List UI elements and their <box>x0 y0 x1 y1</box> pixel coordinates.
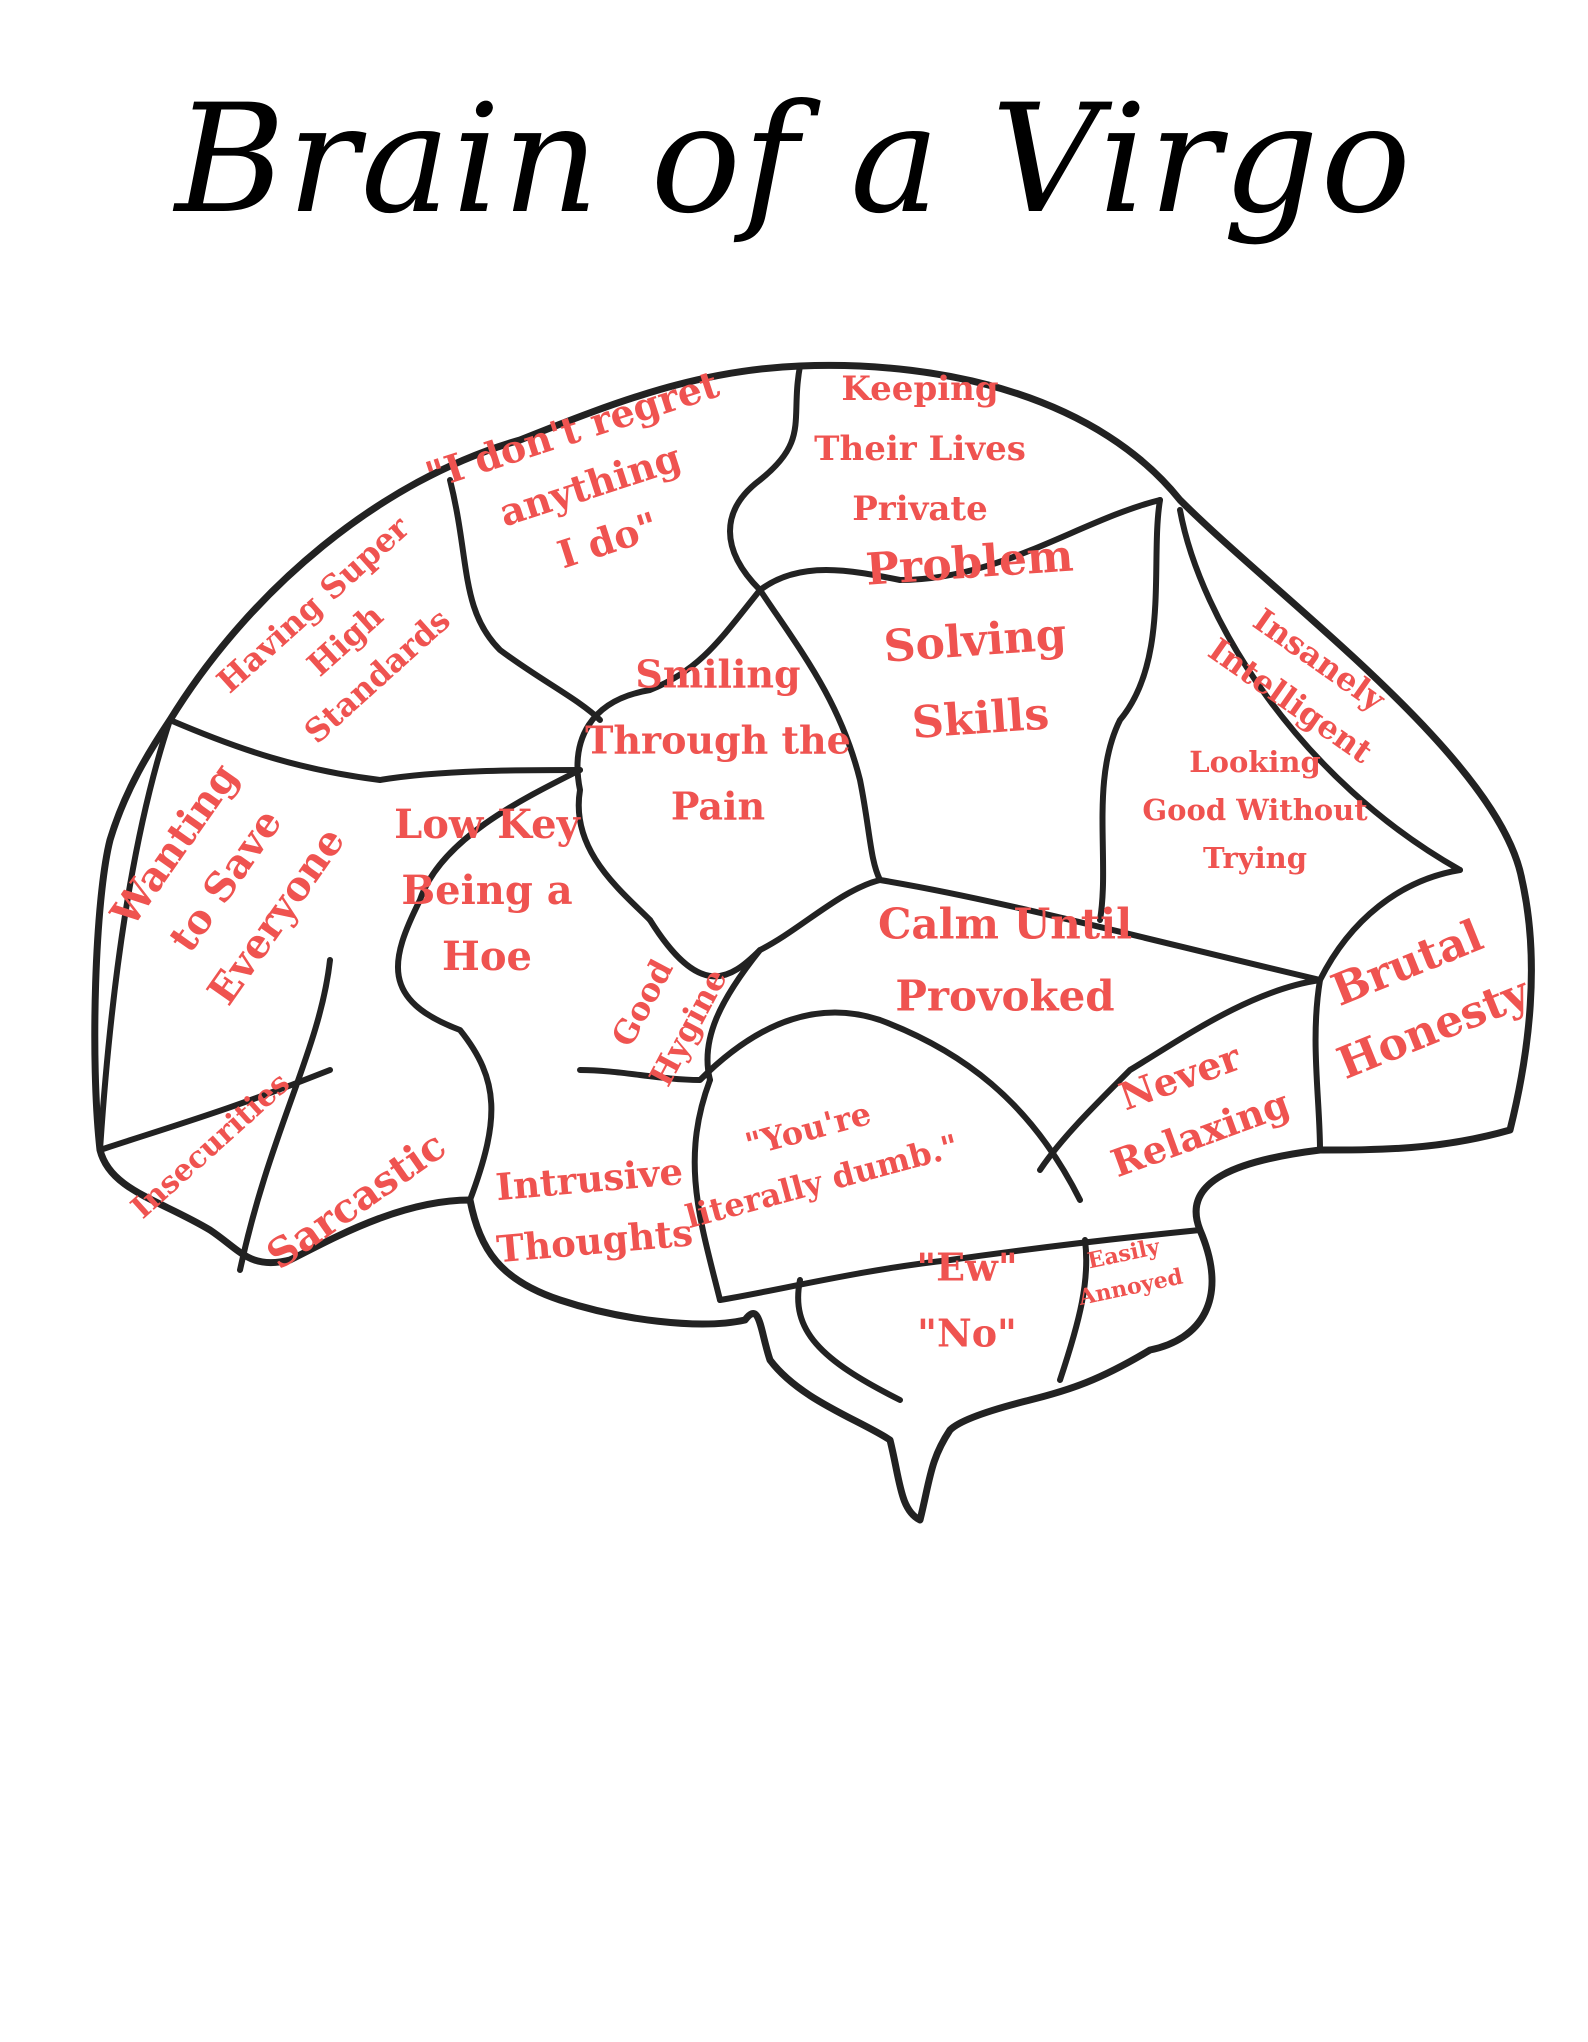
region-label-line: Calm Until <box>878 900 1132 949</box>
region-label-line: Smiling <box>635 651 800 696</box>
region-label-line: Private <box>852 489 988 529</box>
region-label-line: Through the <box>585 717 851 762</box>
region-label-line: Their Lives <box>814 429 1026 469</box>
brain-outline <box>91 361 1535 1524</box>
region-label-line: Being a <box>401 867 572 914</box>
region-label-line: Good Without <box>1142 793 1368 827</box>
region-label-line: Provoked <box>895 972 1114 1021</box>
region-label-line: Looking <box>1189 745 1321 779</box>
page-title: Brain of a Virgo <box>175 73 1413 247</box>
region-label-line: Hoe <box>442 933 532 980</box>
region-label-ew-no: "Ew" "No" <box>916 1244 1017 1355</box>
region-label-line: Low Key <box>394 801 582 848</box>
region-walls <box>97 363 1463 1403</box>
region-label-line: Pain <box>671 783 765 828</box>
region-label-line: Keeping <box>841 369 998 409</box>
region-label-line: "Ew" <box>916 1244 1017 1289</box>
region-label-line: Trying <box>1203 841 1307 875</box>
region-label-line: "No" <box>917 1310 1017 1355</box>
region-label-line: Solving <box>882 609 1068 673</box>
region-label-line: Skills <box>910 688 1050 748</box>
